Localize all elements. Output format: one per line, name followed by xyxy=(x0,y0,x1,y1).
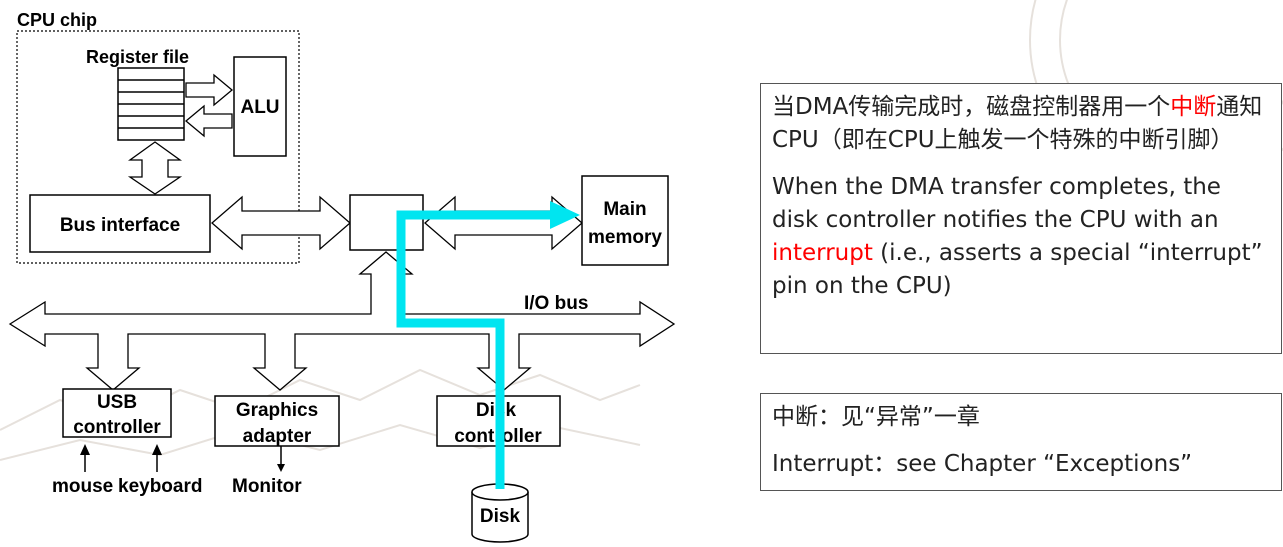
usb-controller-label-line1: USB xyxy=(97,392,137,413)
graphics-adapter-box xyxy=(214,395,340,447)
note-chinese-highlight: 中断 xyxy=(1170,94,1217,120)
io-bus-label: I/O bus xyxy=(524,293,588,314)
register-file xyxy=(117,67,185,141)
register-file-label: Register file xyxy=(86,47,189,67)
usb-controller-label-line2: controller xyxy=(73,417,161,438)
note-english-highlight: interrupt xyxy=(772,240,873,266)
io-bus-arrow xyxy=(8,251,676,391)
interrupt-path-highlight xyxy=(396,201,580,489)
main-memory-label-line2: memory xyxy=(588,227,662,248)
dma-interrupt-note-box: 当DMA传输完成时，磁盘控制器用一个中断通知CPU（即在CPU上触发一个特殊的中… xyxy=(760,83,1282,354)
note-chinese-text: 当DMA传输完成时，磁盘控制器用一个中断通知CPU（即在CPU上触发一个特殊的中… xyxy=(772,94,1263,153)
register-bus-interface-arrow xyxy=(127,141,183,195)
alu-to-register-arrow xyxy=(184,104,233,138)
main-memory-box xyxy=(581,175,669,266)
bus-interface-box xyxy=(29,194,211,253)
main-memory-label-line1: Main xyxy=(603,199,646,220)
alu-label: ALU xyxy=(240,97,279,118)
mouse-input-arrow xyxy=(80,444,90,472)
usb-controller-box xyxy=(62,388,172,438)
graphics-adapter-label-line2: adapter xyxy=(243,426,312,447)
disk-label: Disk xyxy=(480,506,521,527)
io-bridge-box xyxy=(349,194,424,251)
mouse-label: mouse xyxy=(52,476,113,497)
alu-box xyxy=(233,56,287,157)
keyboard-label: keyboard xyxy=(118,476,202,497)
disk-cylinder xyxy=(471,483,529,543)
bus-interface-label: Bus interface xyxy=(60,215,180,236)
cpu-chip-label: CPU chip xyxy=(17,10,97,30)
monitor-label: Monitor xyxy=(232,476,302,497)
note-english-text: When the DMA transfer completes, the dis… xyxy=(772,174,1263,299)
system-bus-arrow xyxy=(211,195,351,251)
graphics-adapter-label-line1: Graphics xyxy=(236,400,318,421)
keyboard-input-arrow xyxy=(152,444,162,472)
interrupt-reference-box: 中断：见“异常”一章 Interrupt：see Chapter “Except… xyxy=(760,393,1282,491)
cpu-chip-boundary xyxy=(16,30,300,264)
interrupt-reference-english: Interrupt：see Chapter “Exceptions” xyxy=(772,451,1193,477)
interrupt-reference-chinese: 中断：见“异常”一章 xyxy=(772,404,980,430)
monitor-output-arrow xyxy=(277,446,285,472)
register-to-alu-arrow xyxy=(185,73,234,107)
